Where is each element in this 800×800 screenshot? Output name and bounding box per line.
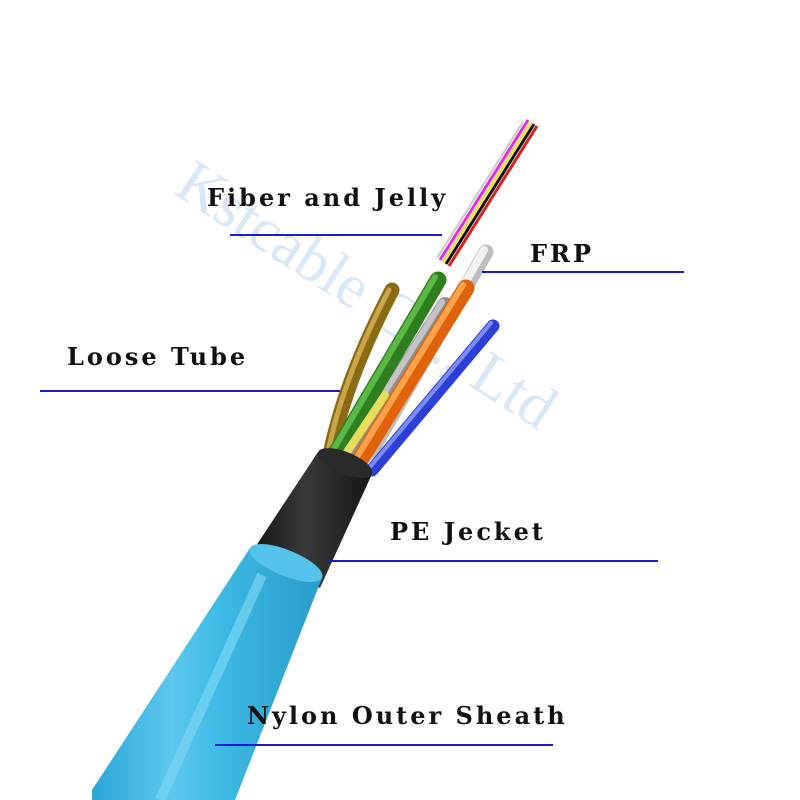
fiber-bundle: [436, 119, 539, 267]
label-loose-tube: Loose Tube: [67, 342, 249, 371]
label-frp: FRP: [530, 239, 595, 268]
leader-frp: [482, 271, 684, 273]
leader-nylon-outer-sheath: [215, 744, 553, 746]
leader-fiber-and-jelly: [230, 234, 442, 236]
loose-tube-orange: [351, 279, 475, 469]
nylon-outer-sheath: [92, 544, 323, 800]
loose-tube-green: [326, 271, 447, 464]
yellow-fiber: [341, 391, 389, 459]
leader-loose-tube: [40, 390, 340, 392]
label-nylon-outer-sheath: Nylon Outer Sheath: [247, 701, 568, 730]
leader-pe-jacket: [328, 560, 658, 562]
loose-tube-tan: [322, 282, 400, 463]
label-fiber-and-jelly: Fiber and Jelly: [207, 183, 449, 212]
loose-tube-blue: [365, 319, 500, 477]
label-pe-jacket: PE Jecket: [390, 517, 546, 546]
